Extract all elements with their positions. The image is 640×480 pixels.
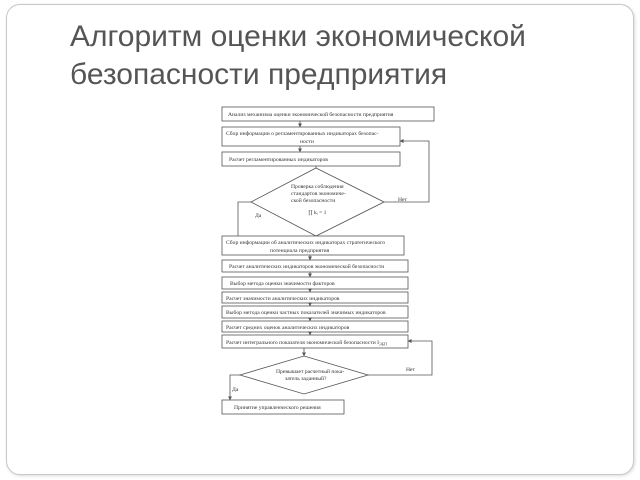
yes-branch-arrow-2	[228, 374, 240, 401]
step-collect-regulated-label-2: ности	[300, 139, 314, 145]
step-choose-partial-box	[221, 305, 409, 319]
decision-standards-line-3: ской безопасности	[291, 197, 335, 204]
step-calc-integral-subscript: ЭБП	[379, 342, 387, 347]
step-calc-average-box	[221, 320, 409, 333]
step-decision-label: Принятие управленческого решения	[234, 405, 321, 411]
step-choose-partial-label: Выбор метода оценки частных показателей …	[226, 309, 386, 316]
slide-title-line-1: Алгоритм оценки экономической	[70, 20, 526, 53]
step-collect-analytic-box	[221, 235, 405, 256]
step-collect-analytic-label-2: потенциала предприятия	[270, 248, 330, 254]
no-branch-arrow-2	[368, 339, 433, 376]
decision-standards-formula: ∏ kᵢ = 1	[308, 210, 327, 216]
step-decision-box	[221, 399, 345, 415]
step-calc-regulated-box	[221, 151, 401, 167]
decision-exceeds-no: Нет	[406, 367, 416, 373]
step-choose-method-box	[221, 276, 409, 290]
slide-title-line-2: безопасности предприятия	[70, 58, 448, 91]
step-calc-significance-box	[221, 291, 409, 304]
decision-exceeds-diamond	[238, 355, 370, 395]
step-analysis-box	[221, 106, 435, 122]
slide-title: Алгоритм оценки экономической безопаснос…	[70, 18, 590, 94]
decision-exceeds-line-2: затель заданный?	[285, 375, 327, 382]
step-calc-analytic-label: Расчет аналитических индикаторов экономи…	[229, 263, 384, 270]
step-collect-analytic-label-1: Сбор информации об аналитических индикат…	[226, 239, 385, 246]
decision-exceeds-yes: Да	[232, 387, 239, 393]
step-calc-regulated-label: Расчет регламентированных индикаторов	[229, 157, 328, 163]
decision-exceeds-line-1: Превышает расчетный пока-	[276, 368, 344, 375]
yes-branch-arrow-1	[221, 201, 251, 242]
step-calc-analytic-box	[221, 259, 409, 273]
step-calc-average-label: Расчет средних оценок аналитических инди…	[226, 325, 350, 331]
decision-standards-line-1: Проверка соблюдения	[291, 183, 344, 190]
decision-standards-line-2: стандартов экономиче-	[291, 191, 346, 197]
no-branch-arrow-1	[384, 139, 430, 203]
decision-standards-no: Нет	[398, 197, 408, 203]
step-collect-regulated-box	[221, 126, 401, 147]
step-choose-method-label: Выбор метода оценки значимости факторов	[230, 280, 335, 287]
decision-standards-yes: Да	[255, 213, 262, 219]
step-analysis-label: Анализ механизма оценки экономической бе…	[228, 111, 394, 118]
step-calc-integral-label: Расчет интегрального показателя экономич…	[226, 339, 387, 347]
step-collect-regulated-label-1: Сбор информации о регламентированных инд…	[226, 130, 379, 137]
step-calc-significance-label: Расчет значимости аналитических индикато…	[226, 296, 340, 302]
step-calc-integral-text: Расчет интегрального показателя экономич…	[226, 339, 379, 346]
